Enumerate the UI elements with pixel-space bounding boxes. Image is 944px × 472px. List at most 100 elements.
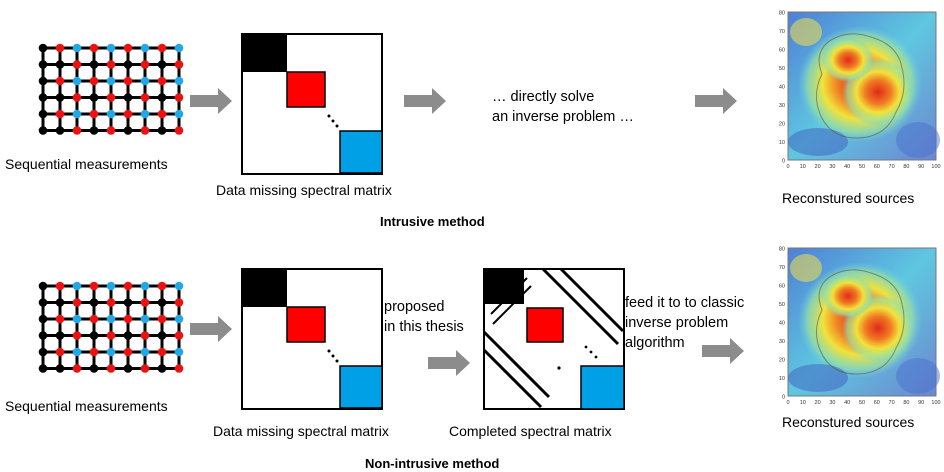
sensor-dot [89, 364, 99, 373]
sensor-dot [38, 43, 48, 53]
heatmap-x-tick: 0 [786, 400, 789, 406]
heatmap-x-tick: 70 [889, 400, 895, 406]
sensor-dot [106, 364, 116, 373]
sensor-dot [174, 76, 184, 86]
sensor-dot [123, 364, 133, 373]
heatmap-x-tick: 90 [918, 164, 924, 170]
heatmap-x-tick: 0 [786, 164, 789, 170]
matrix-block-black [242, 34, 287, 72]
sensor-dot [72, 43, 82, 53]
heatmap-x-tick: 50 [859, 400, 865, 406]
heatmap-x-tick: 20 [815, 400, 821, 406]
heatmap-x-tick: 100 [931, 400, 940, 406]
sensor-dot [157, 93, 167, 102]
sensor-dot [38, 76, 48, 86]
heatmap-x-tick: 80 [903, 400, 909, 406]
sensor-dot [55, 43, 65, 53]
heatmap-x-tick: 10 [800, 400, 806, 406]
sensor-dot [72, 60, 82, 69]
sensor-dot [157, 364, 167, 373]
heatmap-y-tick: 80 [779, 247, 785, 253]
sensor-dot [106, 281, 116, 291]
proposed-line2: in this thesis [384, 319, 464, 335]
result-label-top: Reconstured sources [782, 190, 915, 206]
sensor-dot [123, 331, 133, 340]
matrix-block-blue [339, 130, 383, 174]
sensor-dot [72, 281, 82, 291]
sensor-dot [55, 347, 65, 357]
sensor-dot [89, 314, 99, 324]
sensor-dot [106, 298, 116, 307]
heatmap-y-tick: 0 [782, 159, 785, 165]
heatmap-x-tick: 60 [874, 400, 880, 406]
sensor-dot [38, 93, 48, 102]
feed-text: feed it to to classic inverse problem al… [625, 293, 744, 353]
sensor-dot [174, 364, 184, 373]
sensor-dot [38, 314, 48, 324]
heatmap-x-tick: 50 [859, 164, 865, 170]
sensor-dot [106, 331, 116, 340]
sensor-dot [55, 331, 65, 340]
sensor-dot [89, 126, 99, 135]
sensor-dot [38, 126, 48, 135]
heatmap-y-tick: 80 [779, 11, 785, 17]
sensor-dot [55, 298, 65, 307]
arrow-top-3 [695, 88, 737, 114]
sensor-dot [174, 126, 184, 135]
sensor-dot [72, 109, 82, 119]
sensor-dot [140, 126, 150, 135]
sensor-dot [123, 109, 133, 119]
sensor-dot [174, 93, 184, 102]
sensor-dot [55, 126, 65, 135]
sensor-dot [72, 298, 82, 307]
sensor-dot [157, 314, 167, 324]
heatmap-y-tick: 40 [779, 85, 785, 91]
sensor-dot [72, 347, 82, 357]
heatmap-y-tick: 60 [779, 284, 785, 290]
heatmap-x-tick: 80 [903, 164, 909, 170]
sensor-dot [174, 281, 184, 291]
method-title-bottom: Non-intrusive method [365, 456, 500, 471]
method-title-top: Intrusive method [380, 214, 485, 229]
sensor-dot [55, 314, 65, 324]
sensor-dot [157, 126, 167, 135]
sensor-dot [38, 347, 48, 357]
step-text-line2: an inverse problem … [492, 109, 634, 125]
sensor-dot [123, 298, 133, 307]
heatmap-y-tick: 70 [779, 29, 785, 35]
step-text-line1: … directly solve [492, 89, 595, 105]
heatmap-y-tick: 50 [779, 66, 785, 72]
sensor-dot [89, 109, 99, 119]
sensor-dot [140, 76, 150, 86]
sensor-dot [140, 298, 150, 307]
arrow-top-2 [404, 88, 446, 114]
sensor-dot [55, 76, 65, 86]
sensor-dot [123, 281, 133, 291]
sensor-dot [140, 331, 150, 340]
sensor-dot [123, 347, 133, 357]
heatmap-y-tick: 20 [779, 358, 785, 364]
feed-line2: inverse problem [625, 315, 729, 331]
heatmap-x-tick: 30 [829, 164, 835, 170]
grid-label-top: Sequential measurements [5, 156, 168, 172]
sensor-dot [89, 93, 99, 102]
sensor-dot [140, 314, 150, 324]
sensor-dot [89, 298, 99, 307]
sensor-dot [106, 93, 116, 102]
arrow-bottom-3 [702, 338, 744, 364]
proposed-line1: proposed [384, 299, 445, 315]
sensor-dot [38, 109, 48, 119]
sensor-dot [72, 93, 82, 102]
sensor-dot [140, 364, 150, 373]
heatmap-y-tick: 0 [782, 395, 785, 401]
sensor-dot [106, 314, 116, 324]
arrow-bottom-1 [190, 316, 232, 342]
sensor-dot [174, 43, 184, 53]
sensor-dot [140, 60, 150, 69]
heatmap-y-tick: 10 [779, 140, 785, 146]
sensor-dot [157, 347, 167, 357]
completed-matrix-label: Completed spectral matrix [449, 423, 612, 439]
sensor-dot [106, 76, 116, 86]
sensor-dot [106, 60, 116, 69]
sensor-dot [123, 76, 133, 86]
